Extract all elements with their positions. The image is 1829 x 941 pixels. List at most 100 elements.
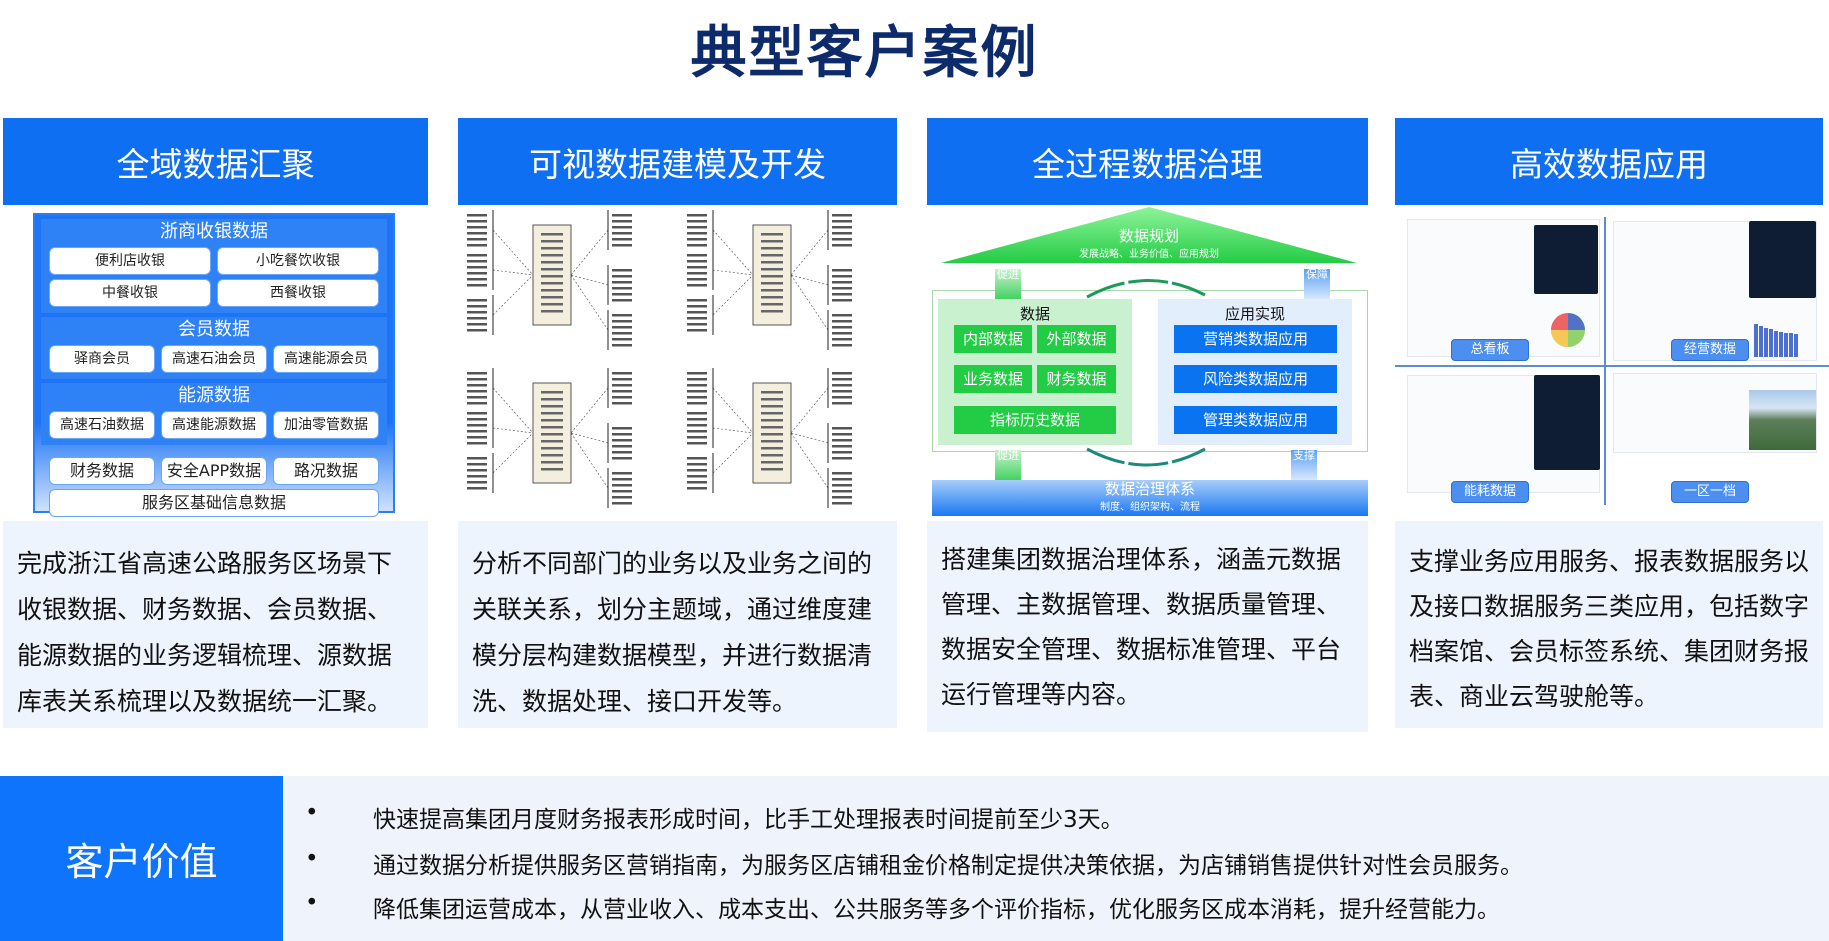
data-item: 指标历史数据 (954, 406, 1116, 434)
er-mark (467, 487, 487, 490)
er-mark (612, 490, 632, 493)
er-mark (612, 244, 632, 247)
er-mark (541, 233, 563, 236)
arrow-up-icon: 支撑 (1291, 450, 1317, 480)
card-description: 搭建集团数据治理体系，涵盖元数据管理、主数据管理、数据质量管理、数据安全管理、数… (927, 521, 1368, 732)
app-item: 管理类数据应用 (1174, 406, 1337, 434)
er-mark (687, 323, 707, 326)
er-mark (761, 240, 783, 243)
source-item: 安全APP数据 (161, 457, 267, 485)
er-mark (761, 233, 783, 236)
data-item: 财务数据 (1037, 365, 1116, 393)
er-mark (687, 418, 707, 421)
er-mark (612, 402, 632, 405)
er-mark (761, 419, 783, 422)
er-mark (687, 372, 707, 375)
er-mark (687, 390, 707, 393)
er-mark (541, 419, 563, 422)
source-item: 西餐收银 (217, 279, 379, 307)
source-item: 高速石油数据 (49, 411, 155, 439)
er-mark (712, 274, 754, 316)
er-mark (687, 412, 707, 415)
card-data-modeling: 可视数据建模及开发 分析不同部门的业务以及业务之间的关联关系，划分主题域，通过维… (458, 118, 897, 728)
er-mark (612, 372, 632, 375)
bullet-icon: • (305, 846, 319, 872)
er-mark (492, 229, 534, 276)
er-mark (541, 405, 563, 408)
source-item: 财务数据 (49, 457, 155, 485)
er-mark (492, 387, 534, 434)
arrow-down-icon: 促进 (995, 269, 1021, 299)
er-mark (570, 274, 609, 331)
er-mark (612, 238, 632, 241)
er-mark (541, 296, 563, 299)
er-mark (712, 387, 754, 434)
er-mark (467, 226, 487, 229)
er-mark (570, 432, 609, 489)
card-description: 完成浙江省高速公路服务区场景下收银数据、财务数据、会员数据、能源数据的业务逻辑梳… (3, 521, 428, 728)
er-mark (541, 289, 563, 292)
er-mark (467, 329, 487, 332)
er-mark (687, 260, 707, 263)
er-mark (687, 311, 707, 314)
er-mark (832, 502, 852, 505)
dashboard-label[interactable]: 经营数据 (1671, 339, 1749, 361)
er-mark (687, 232, 707, 235)
er-mark (832, 457, 852, 460)
er-mark (467, 481, 487, 484)
er-mark (832, 384, 852, 387)
section-title: 能源数据 (178, 385, 250, 406)
er-mark (467, 284, 487, 287)
er-mark (467, 463, 487, 466)
er-mark (687, 481, 707, 484)
er-mark (687, 254, 707, 257)
er-mark (612, 502, 632, 505)
er-mark (761, 261, 783, 264)
er-mark (687, 226, 707, 229)
er-mark (687, 220, 707, 223)
er-mark (832, 344, 852, 347)
er-mark (492, 427, 534, 434)
er-mark (790, 432, 829, 489)
er-mark (687, 402, 707, 405)
er-mark (541, 447, 563, 450)
value-text: 降低集团运营成本，从营业收入、成本支出、公共服务等多个评价指标，优化服务区成本消… (373, 897, 1500, 923)
er-mark (832, 287, 852, 290)
dashboard-label[interactable]: 一区一档 (1671, 481, 1749, 503)
governance-base: 数据治理体系 制度、组织架构、流程 (932, 480, 1368, 516)
er-mark (687, 487, 707, 490)
er-mark (612, 478, 632, 481)
er-mark (492, 269, 534, 276)
er-mark (832, 396, 852, 399)
er-mark (832, 427, 852, 430)
dashboard-label[interactable]: 总看板 (1451, 339, 1529, 361)
er-mark (832, 332, 852, 335)
planning-title: 数据规划 (1118, 227, 1179, 245)
er-mark (761, 282, 783, 285)
source-item: 加油零管数据 (273, 411, 379, 439)
er-mark (541, 247, 563, 250)
er-mark (612, 326, 632, 329)
er-mark (541, 426, 563, 429)
source-item: 小吃餐饮收银 (217, 247, 379, 275)
er-mark (687, 266, 707, 269)
er-mark (467, 254, 487, 257)
er-mark (832, 439, 852, 442)
dashboard-label[interactable]: 能耗数据 (1451, 481, 1529, 503)
er-mark (832, 433, 852, 436)
er-mark (761, 447, 783, 450)
source-item: 驿商会员 (49, 345, 155, 373)
er-mark (467, 372, 487, 375)
customer-value-list: •快速提高集团月度财务报表形成时间，比手工处理报表时间提前至少3天。 •通过数据… (283, 776, 1829, 941)
card-header: 全域数据汇聚 (3, 118, 428, 205)
er-mark (467, 402, 487, 405)
er-mark (761, 405, 783, 408)
er-mark (467, 436, 487, 439)
er-mark (612, 427, 632, 430)
data-item: 外部数据 (1037, 325, 1116, 353)
er-mark (467, 412, 487, 415)
er-mark (687, 463, 707, 466)
er-mark (832, 320, 852, 323)
er-mark (541, 310, 563, 313)
source-item: 高速能源会员 (273, 345, 379, 373)
